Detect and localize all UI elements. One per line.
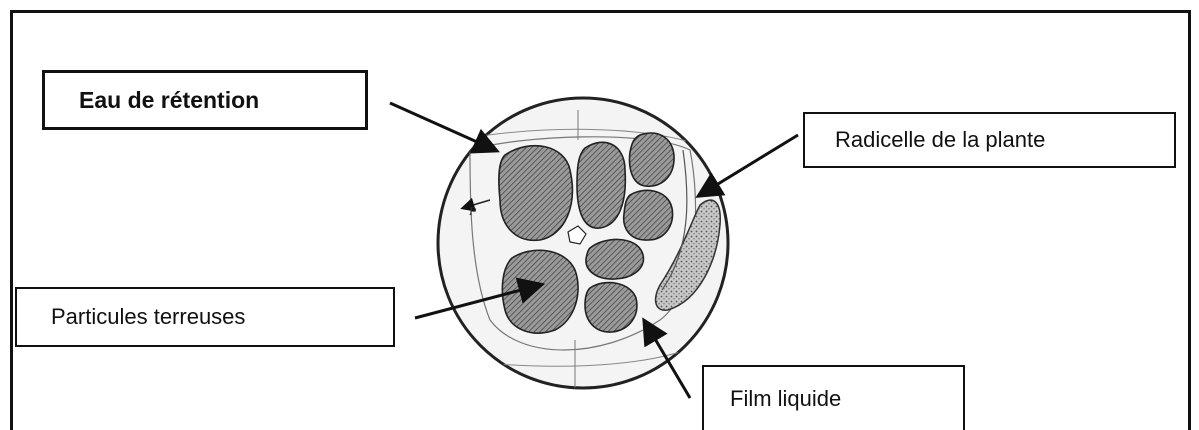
label-radicelle: Radicelle de la plante <box>803 112 1176 168</box>
label-radicelle-text: Radicelle de la plante <box>835 127 1045 153</box>
soil-particle <box>499 146 573 241</box>
label-film-liquide: Film liquide <box>702 365 965 430</box>
soil-particle <box>624 190 673 240</box>
soil-particle <box>585 283 637 333</box>
label-eau-text: Eau de rétention <box>79 87 259 114</box>
arrow-eau-retention <box>390 103 495 150</box>
soil-particle <box>586 239 644 279</box>
label-particules-terreuses: Particules terreuses <box>15 287 395 347</box>
soil-particle <box>630 133 675 186</box>
label-film-text: Film liquide <box>730 386 841 412</box>
label-particules-text: Particules terreuses <box>51 304 245 330</box>
soil-particle <box>577 142 625 228</box>
arrow-radicelle <box>700 135 798 195</box>
small-letter: P <box>469 204 476 219</box>
label-eau-de-retention: Eau de rétention <box>42 70 368 130</box>
